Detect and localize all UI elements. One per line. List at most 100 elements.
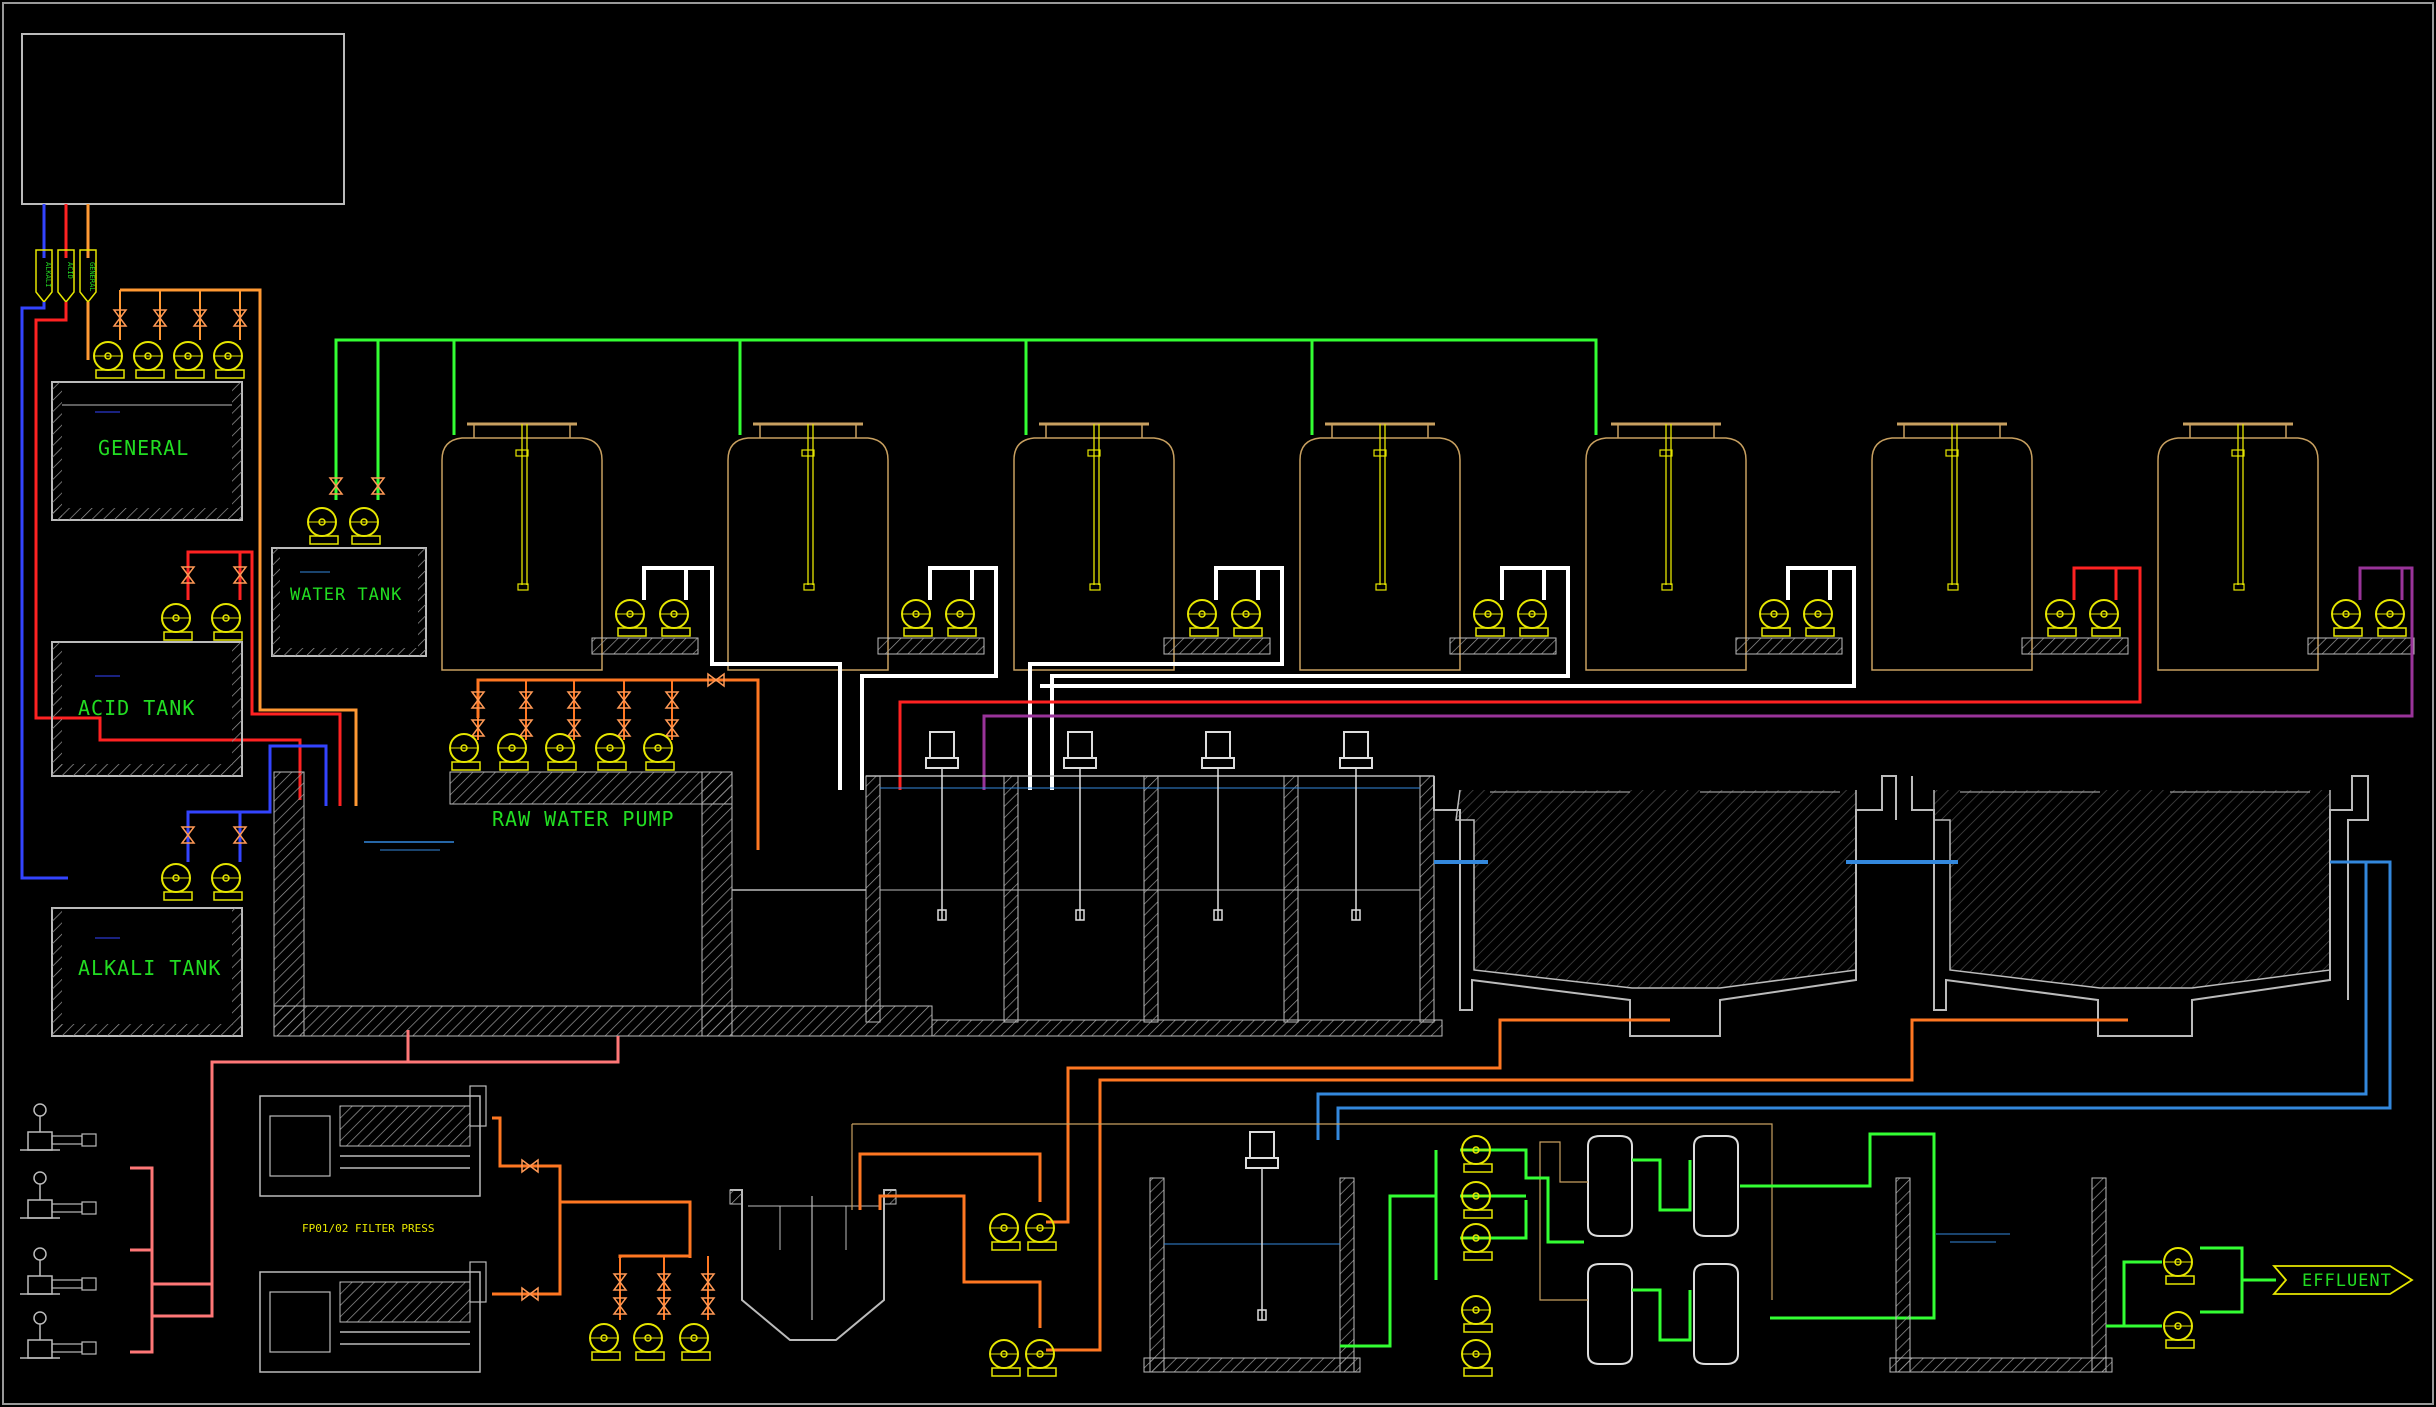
svg-text:ALKALI: ALKALI — [44, 262, 52, 287]
centrifugal-pump-icon[interactable] — [1025, 1213, 1057, 1251]
alkali-tank-label: ALKALI TANK — [78, 956, 221, 980]
tank-pump-sets — [591, 599, 2415, 655]
centrifugal-pump-icon[interactable] — [989, 1213, 1021, 1251]
agitator-motor-icon[interactable] — [1339, 731, 1373, 921]
title-block — [21, 33, 345, 205]
centrifugal-pump-icon[interactable] — [161, 603, 193, 641]
sludge-feed-line — [406, 1030, 620, 1064]
centrifugal-pump-icon[interactable] — [589, 1323, 621, 1361]
centrifugal-pump-icon[interactable] — [1461, 1181, 1493, 1219]
pressure-vessel-icon — [1587, 1135, 1633, 1237]
centrifugal-pump-icon[interactable] — [449, 733, 481, 771]
centrifugal-pump-icon[interactable] — [1461, 1339, 1493, 1377]
centrifugal-pump-icon[interactable] — [1461, 1223, 1493, 1261]
centrifugal-pump-icon[interactable] — [1187, 599, 1219, 637]
centrifugal-pump-icon[interactable] — [1461, 1295, 1493, 1333]
centrifugal-pump-icon[interactable] — [545, 733, 577, 771]
effluent-label: EFFLUENT — [2302, 1271, 2392, 1291]
centrifugal-pump-icon[interactable] — [1461, 1135, 1493, 1173]
sludge-line — [1046, 1018, 2128, 1352]
storage-tank-5 — [1584, 422, 1748, 672]
chemical-dosing-area: ALKALI ACID GENERAL GENERAL — [20, 204, 358, 1037]
white-dosing-lines — [642, 566, 1856, 790]
storage-tank-2 — [726, 422, 890, 672]
pressure-vessel-icon — [1587, 1263, 1633, 1365]
tag-acid: ACID — [57, 249, 75, 304]
dosing-pump-icon[interactable] — [19, 1171, 97, 1219]
centrifugal-pump-icon[interactable] — [173, 341, 205, 379]
tag-general: GENERAL — [79, 249, 97, 304]
centrifugal-pump-icon[interactable] — [1759, 599, 1791, 637]
storage-tank-7 — [2156, 422, 2320, 672]
centrifugal-pump-icon[interactable] — [633, 1323, 665, 1361]
centrifugal-pump-icon[interactable] — [93, 341, 125, 379]
centrifugal-pump-icon[interactable] — [1473, 599, 1505, 637]
outflow-arrow-icon — [2272, 1265, 2414, 1295]
filter-press-feed — [492, 1116, 692, 1258]
centrifugal-pump-icon[interactable] — [211, 863, 243, 901]
dosing-pump-line — [130, 1068, 214, 1286]
centrifugal-pump-icon[interactable] — [1231, 599, 1263, 637]
filtered-water-line — [1340, 1194, 1436, 1348]
centrifugal-pump-icon[interactable] — [679, 1323, 711, 1361]
centrifugal-pump-icon[interactable] — [945, 599, 977, 637]
sludge-feed-line — [210, 1060, 408, 1068]
storage-tank-4 — [1298, 422, 1462, 672]
centrifugal-pump-icon[interactable] — [2375, 599, 2407, 637]
dosing-pumps — [19, 1103, 97, 1359]
raw-water-pit: RAW WATER PUMP — [273, 673, 760, 1037]
centrifugal-pump-icon[interactable] — [2331, 599, 2363, 637]
centrifugal-pump-icon[interactable] — [2045, 599, 2077, 637]
agitator-motor-icon[interactable] — [925, 731, 959, 921]
storage-tanks — [440, 422, 2415, 790]
purple-dosing-line — [982, 566, 2414, 790]
filter-press-icon[interactable] — [259, 1261, 487, 1373]
centrifugal-pump-icon[interactable] — [2089, 599, 2121, 637]
svg-text:ACID: ACID — [66, 262, 74, 279]
effluent-line — [2106, 1260, 2162, 1328]
raw-water-pump-label: RAW WATER PUMP — [492, 807, 675, 831]
tag-alkali: ALKALI — [35, 249, 53, 304]
centrifugal-pump-icon[interactable] — [497, 733, 529, 771]
centrifugal-pump-icon[interactable] — [1025, 1339, 1057, 1377]
centrifugal-pump-icon[interactable] — [2163, 1311, 2195, 1349]
sludge-line — [1046, 1018, 1670, 1224]
storage-tank-3 — [1012, 422, 1176, 672]
raw-water-pumps — [449, 673, 725, 771]
centrifugal-pump-icon[interactable] — [133, 341, 165, 379]
centrifugal-pump-icon[interactable] — [615, 599, 647, 637]
clean-water-line — [1336, 860, 2392, 1140]
final-effluent-tank — [1889, 1177, 2113, 1373]
pressure-vessel-icon — [1693, 1135, 1739, 1237]
agitator-motor-icon[interactable] — [1245, 1131, 1279, 1321]
agitator-motor-icon[interactable] — [1063, 731, 1097, 921]
centrifugal-pump-icon[interactable] — [595, 733, 627, 771]
water-tank-area: WATER TANK — [271, 338, 1598, 657]
centrifugal-pump-icon[interactable] — [643, 733, 675, 771]
dosing-pump-icon[interactable] — [19, 1103, 97, 1151]
storage-tank-6 — [1870, 422, 2034, 672]
dosing-pump-icon[interactable] — [19, 1311, 97, 1359]
filter-press-icon[interactable] — [259, 1085, 487, 1197]
centrifugal-pump-icon[interactable] — [989, 1339, 1021, 1377]
agitator-motor-icon[interactable] — [1201, 731, 1235, 921]
centrifugal-pump-icon[interactable] — [213, 341, 245, 379]
acid-tank-label: ACID TANK — [78, 696, 195, 720]
centrifugal-pump-icon[interactable] — [2163, 1247, 2195, 1285]
centrifugal-pump-icon[interactable] — [349, 507, 381, 545]
centrifugal-pump-icon[interactable] — [901, 599, 933, 637]
centrifugal-pump-icon[interactable] — [211, 603, 243, 641]
treated-water-tank — [1143, 1131, 1361, 1373]
centrifugal-pump-icon[interactable] — [1803, 599, 1835, 637]
centrifugal-pump-icon[interactable] — [1517, 599, 1549, 637]
dosing-pump-icon[interactable] — [19, 1247, 97, 1295]
centrifugal-pump-icon[interactable] — [307, 507, 339, 545]
centrifugal-pump-icon[interactable] — [161, 863, 193, 901]
water-tank-label: WATER TANK — [290, 585, 402, 605]
centrifugal-pump-icon[interactable] — [659, 599, 691, 637]
storage-tank-1 — [440, 422, 604, 672]
general-label: GENERAL — [98, 436, 189, 460]
sludge-thickener — [729, 1123, 1773, 1377]
